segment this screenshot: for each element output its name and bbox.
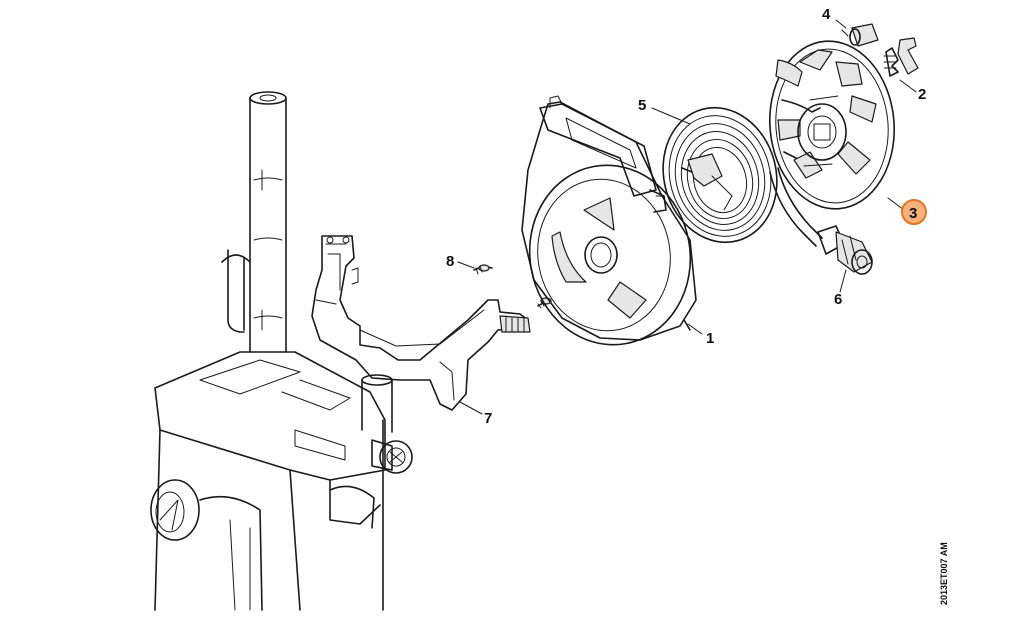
callout-5: 5 bbox=[638, 97, 646, 114]
callout-3-highlight[interactable]: 3 bbox=[901, 199, 927, 225]
part-7-bracket bbox=[311, 235, 531, 411]
callouts: 1 2 3 4 5 6 7 8 bbox=[446, 6, 927, 427]
part-2-latch bbox=[883, 37, 919, 77]
part-8-screws bbox=[473, 264, 552, 309]
part-4-cap bbox=[841, 23, 879, 47]
callout-7: 7 bbox=[484, 410, 492, 427]
callout-4: 4 bbox=[822, 6, 831, 23]
part-3-reel-drum bbox=[769, 40, 895, 247]
callout-2: 2 bbox=[918, 86, 926, 103]
highlight-ring bbox=[901, 199, 927, 225]
callout-8: 8 bbox=[446, 253, 454, 270]
leader-lines bbox=[457, 19, 917, 415]
part-5-spring bbox=[662, 106, 778, 244]
part-6-fitting bbox=[817, 225, 873, 275]
callout-6: 6 bbox=[834, 291, 842, 308]
machine-body bbox=[150, 91, 413, 611]
callout-1: 1 bbox=[706, 330, 714, 347]
callout-3: 3 bbox=[909, 205, 917, 222]
reference-code: 2013ET007 AM bbox=[939, 542, 949, 605]
part-1-housing bbox=[521, 95, 697, 346]
